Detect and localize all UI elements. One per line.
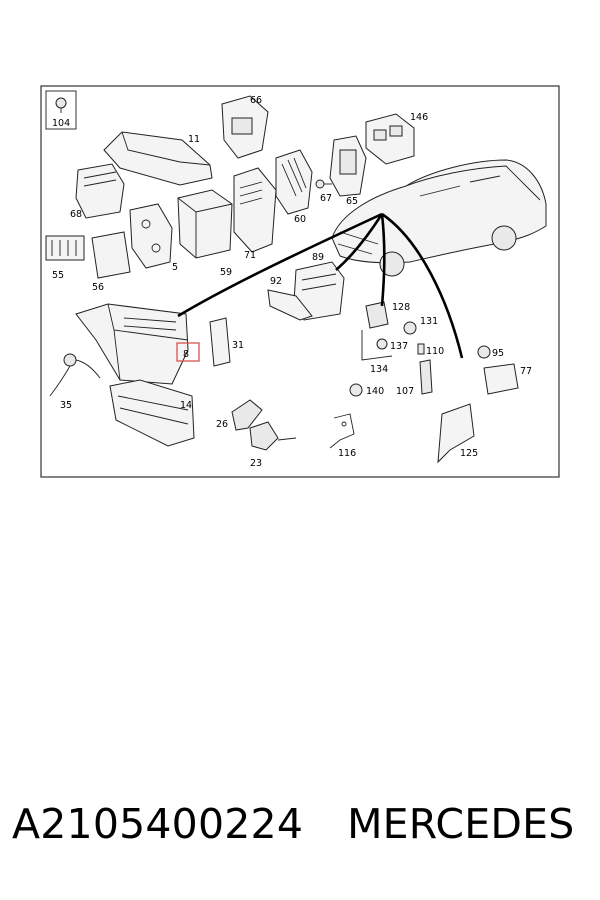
part-104: 104 [45, 90, 77, 130]
part-92: 92 [267, 276, 313, 321]
brand: MERCEDES [347, 800, 575, 848]
part-128: 128 [365, 301, 410, 329]
label-11: 11 [188, 134, 200, 145]
label-116: 116 [338, 448, 356, 459]
label-134: 134 [370, 364, 388, 375]
caption: A2105400224 MERCEDES [12, 800, 592, 860]
part-8-fusebox-lower [75, 303, 189, 385]
label-107: 107 [396, 386, 414, 397]
label-110: 110 [426, 346, 444, 357]
part-125: 125 [437, 403, 478, 464]
car [331, 159, 547, 277]
part-65: 65 [329, 135, 367, 207]
part-131: 131 [403, 316, 438, 335]
part-107: 107 [396, 359, 433, 397]
label-14: 14 [180, 400, 192, 411]
label-104: 104 [52, 118, 70, 129]
label-35: 35 [60, 400, 72, 411]
part-116: 116 [329, 413, 356, 459]
part-number: A2105400224 [12, 800, 304, 848]
leader-line-128 [380, 213, 386, 307]
part-8: 8 [176, 342, 200, 362]
label-55: 55 [52, 270, 64, 281]
label-66: 66 [250, 95, 262, 106]
label-146: 146 [410, 112, 428, 123]
part-56: 56 [91, 231, 131, 293]
label-60: 60 [294, 214, 306, 225]
label-65: 65 [346, 196, 358, 207]
part-59: 59 [177, 189, 233, 278]
part-68: 68 [70, 163, 125, 220]
label-71: 71 [244, 250, 256, 261]
part-26: 26 [216, 399, 263, 431]
label-31: 31 [232, 340, 244, 351]
label-23: 23 [250, 458, 262, 469]
part-95: 95 [477, 345, 504, 359]
part-14: 14 [109, 379, 195, 447]
label-8: 8 [183, 349, 189, 360]
part-60: 60 [275, 149, 313, 225]
part-23: 23 [249, 421, 297, 469]
part-31: 31 [209, 317, 244, 367]
part-140: 140 [349, 383, 384, 397]
part-89: 89 [293, 252, 345, 321]
part-35: 35 [49, 353, 101, 411]
label-26: 26 [216, 419, 228, 430]
part-11: 11 [103, 131, 213, 186]
label-68: 68 [70, 209, 82, 220]
label-56: 56 [92, 282, 104, 293]
label-59: 59 [220, 267, 232, 278]
leader-line-right [381, 212, 464, 359]
label-125: 125 [460, 448, 478, 459]
label-95: 95 [492, 348, 504, 359]
label-131: 131 [420, 316, 438, 327]
label-67: 67 [320, 193, 332, 204]
label-89: 89 [312, 252, 324, 263]
part-55: 55 [45, 235, 85, 281]
part-71: 71 [233, 167, 277, 261]
label-5: 5 [172, 262, 178, 273]
part-66: 66 [221, 95, 269, 159]
leader-line-89 [335, 213, 384, 271]
label-128: 128 [392, 302, 410, 313]
label-140: 140 [366, 386, 384, 397]
label-92: 92 [270, 276, 282, 287]
part-146: 146 [365, 112, 428, 165]
part-134: 134 [361, 330, 393, 375]
part-137: 137 [376, 338, 408, 352]
part-110: 110 [417, 343, 444, 357]
label-77: 77 [520, 366, 532, 377]
part-67: 67 [315, 179, 332, 204]
part-5: 5 [129, 203, 178, 273]
leader-line-left [177, 212, 383, 318]
part-77: 77 [483, 363, 532, 395]
label-137: 137 [390, 341, 408, 352]
